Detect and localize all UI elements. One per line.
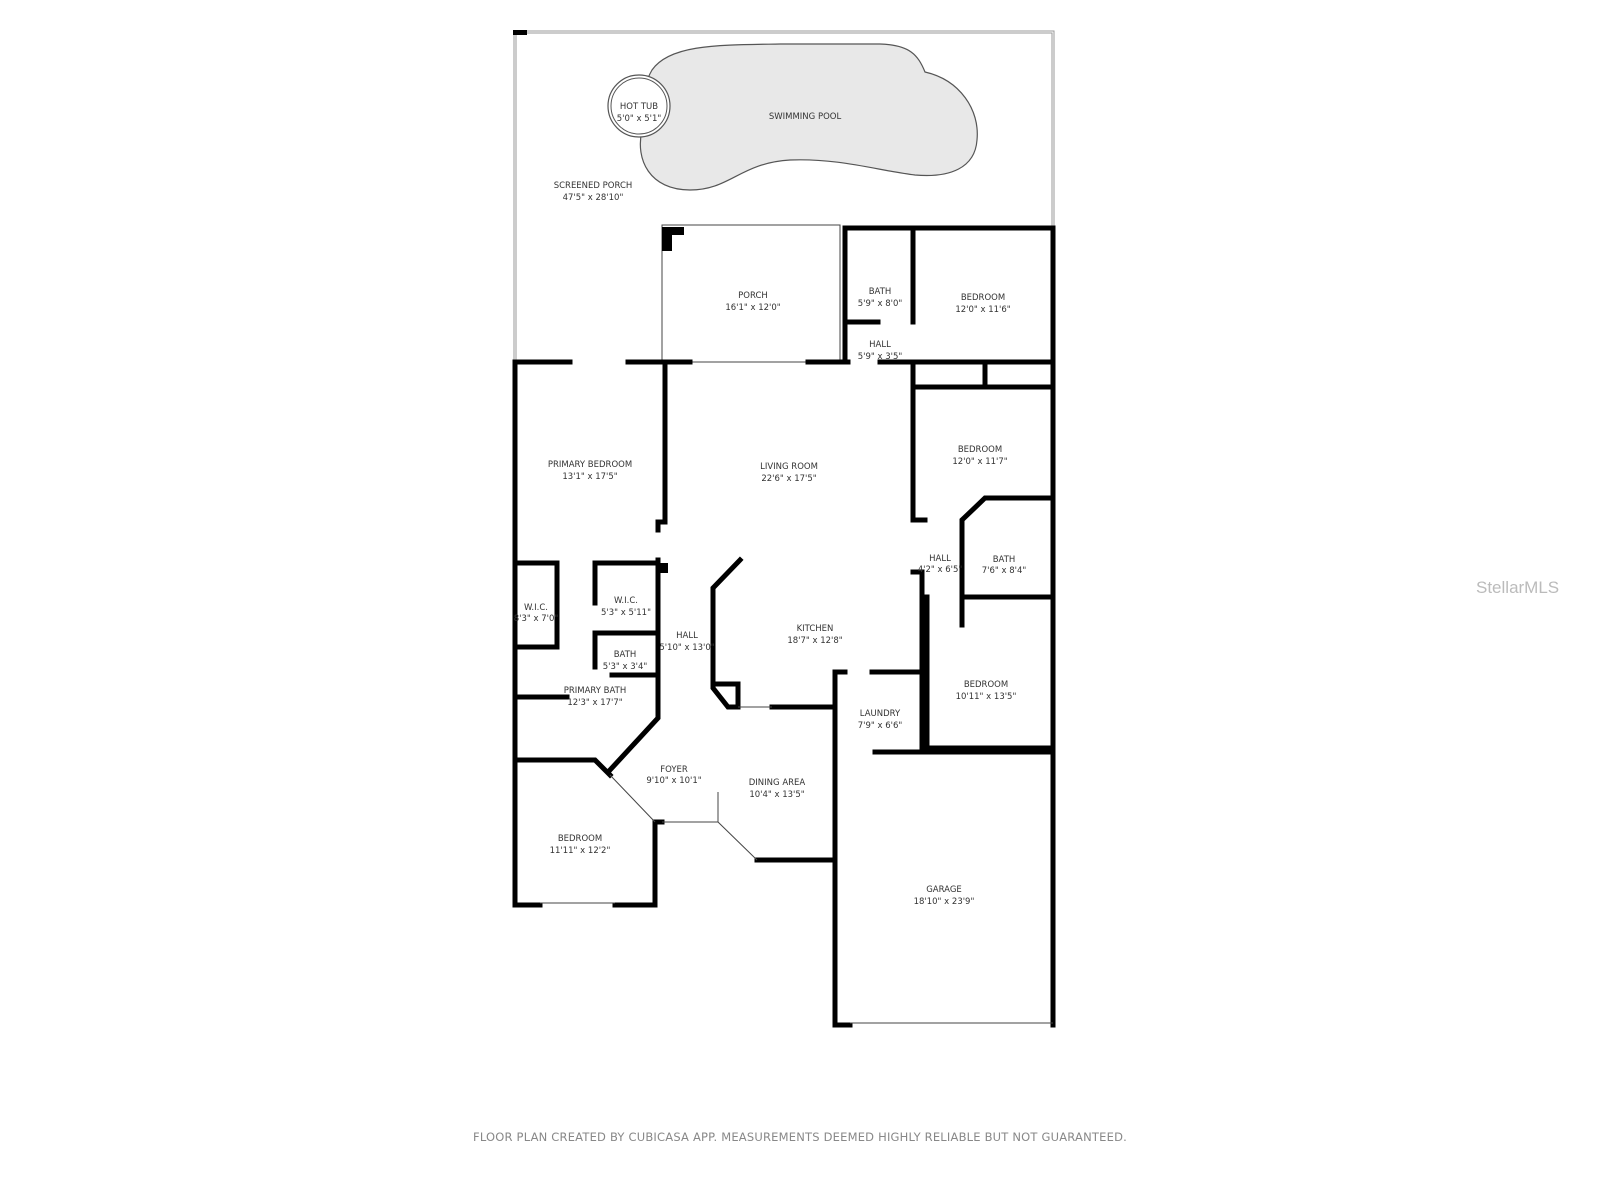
room-name: FOYER xyxy=(660,765,688,775)
room-size: 5'9" x 8'0" xyxy=(858,299,903,309)
hot-tub xyxy=(607,74,671,138)
room-size: 18'7" x 12'8" xyxy=(787,636,842,646)
room-size: 12'0" x 11'7" xyxy=(952,457,1007,467)
room-size: 16'1" x 12'0" xyxy=(725,303,780,313)
room-size: 9'10" x 10'1" xyxy=(646,776,701,786)
footer-disclaimer: FLOOR PLAN CREATED BY CUBICASA APP. MEAS… xyxy=(473,1130,1127,1144)
room-size: 22'6" x 17'5" xyxy=(761,474,816,484)
room-name: KITCHEN xyxy=(797,624,834,634)
room-size: 47'5" x 28'10" xyxy=(563,193,624,203)
screened-porch-boundary xyxy=(513,30,1055,360)
room-size: 5'3" x 5'11" xyxy=(601,608,651,618)
room-name: DINING AREA xyxy=(749,778,806,788)
walls xyxy=(512,225,1056,1028)
room-size: 5'9" x 3'5" xyxy=(858,352,903,362)
room-size: 7'9" x 6'6" xyxy=(858,721,903,731)
room-name: BATH xyxy=(614,650,637,660)
room-name: LAUNDRY xyxy=(860,709,901,719)
watermark: StellarMLS xyxy=(1476,578,1560,597)
room-labels: SCREENED PORCH 47'5" x 28'10" HOT TUB 5'… xyxy=(514,102,1027,907)
porch-outline xyxy=(661,224,841,363)
room-size: 11'11" x 12'2" xyxy=(550,846,611,856)
room-name: PRIMARY BEDROOM xyxy=(548,460,632,470)
room-name: SCREENED PORCH xyxy=(554,181,633,191)
room-size: 5'10" x 13'0" xyxy=(659,643,714,653)
room-name: BATH xyxy=(869,287,892,297)
room-name: BEDROOM xyxy=(964,680,1008,690)
room-name: BATH xyxy=(993,555,1016,565)
room-size: 7'6" x 8'4" xyxy=(982,566,1027,576)
room-size: 8'3" x 7'0" xyxy=(514,614,559,624)
room-size: 12'0" x 11'6" xyxy=(955,305,1010,315)
room-size: 5'3" x 3'4" xyxy=(603,662,648,672)
room-size: 13'1" x 17'5" xyxy=(562,472,617,482)
room-name: W.I.C. xyxy=(524,603,548,613)
room-size: 18'10" x 23'9" xyxy=(914,897,975,907)
windows-doors xyxy=(540,706,1053,1024)
room-size: 4'2" x 6'5" xyxy=(918,565,963,575)
room-size: 10'11" x 13'5" xyxy=(956,692,1017,702)
room-size: 10'4" x 13'5" xyxy=(749,790,804,800)
room-size: 5'0" x 5'1" xyxy=(617,114,662,124)
room-name: LIVING ROOM xyxy=(760,462,818,472)
room-name: GARAGE xyxy=(926,885,962,895)
room-name: W.I.C. xyxy=(614,596,638,606)
room-name: HALL xyxy=(869,340,891,350)
room-name: BEDROOM xyxy=(961,293,1005,303)
room-name: BEDROOM xyxy=(558,834,602,844)
room-name: BEDROOM xyxy=(958,445,1002,455)
room-name: HALL xyxy=(929,554,951,564)
swimming-pool xyxy=(639,43,978,191)
room-size: 12'3" x 17'7" xyxy=(567,698,622,708)
room-name: HOT TUB xyxy=(620,102,658,112)
room-name: PRIMARY BATH xyxy=(564,686,627,696)
room-name: PORCH xyxy=(738,291,768,301)
room-name: SWIMMING POOL xyxy=(769,112,842,122)
room-name: HALL xyxy=(676,631,698,641)
